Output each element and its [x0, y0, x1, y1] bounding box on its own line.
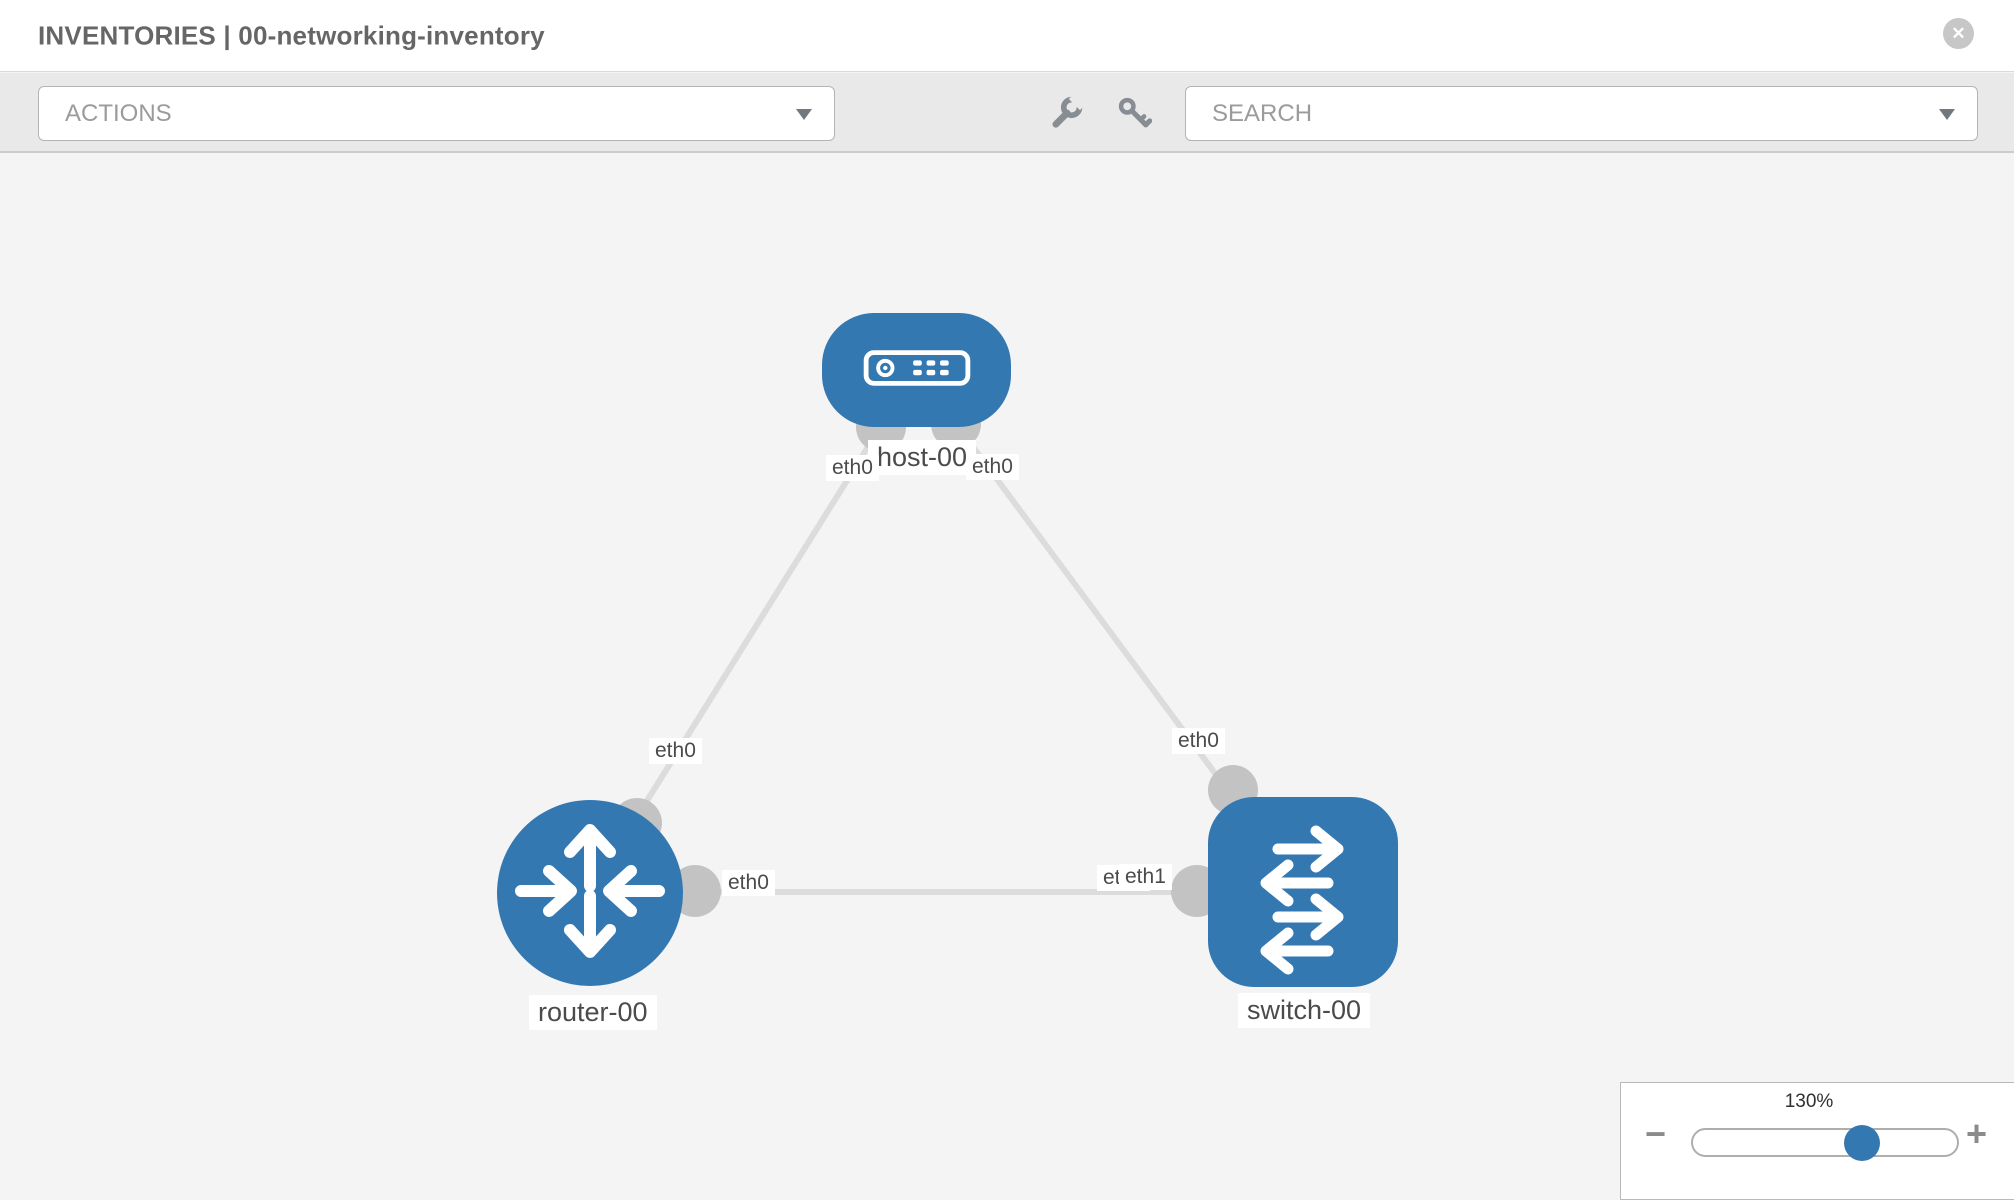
chevron-down-icon	[1939, 108, 1955, 120]
router-icon	[497, 798, 683, 989]
wrench-icon[interactable]	[1048, 91, 1088, 131]
switch-icon	[1208, 795, 1398, 990]
zoom-slider-handle[interactable]	[1843, 1124, 1880, 1161]
node-label-host: host-00	[868, 440, 977, 475]
zoom-slider-track[interactable]	[1691, 1124, 1959, 1161]
iface-label: eth1	[1119, 864, 1172, 890]
node-label-switch: switch-00	[1238, 993, 1371, 1028]
actions-dropdown-label: ACTIONS	[65, 99, 172, 127]
node-switch-00[interactable]	[1208, 797, 1398, 987]
topology-canvas[interactable]: host-00 router-00 switch-00 eth0 eth0 et…	[0, 155, 2014, 1200]
zoom-in-button[interactable]: +	[1966, 1113, 1988, 1154]
key-icon[interactable]	[1116, 95, 1153, 131]
iface-label: eth0	[826, 455, 879, 481]
search-dropdown-label: SEARCH	[1212, 99, 1313, 127]
node-router-00[interactable]	[497, 800, 683, 986]
toolbar: ACTIONS SEARCH	[0, 73, 2014, 153]
topology-graph	[587, 368, 1306, 917]
page-title: INVENTORIES | 00-networking-inventory	[38, 20, 545, 50]
iface-label: eth0	[966, 454, 1019, 480]
chevron-down-icon	[796, 108, 812, 120]
node-host-00[interactable]	[822, 313, 1011, 427]
host-icon	[858, 344, 976, 397]
close-icon[interactable]	[1943, 18, 1974, 49]
actions-dropdown[interactable]: ACTIONS	[38, 86, 835, 141]
titlebar: INVENTORIES | 00-networking-inventory	[0, 0, 2014, 72]
iface-label: eth0	[649, 738, 702, 764]
iface-label: eth0	[722, 870, 775, 896]
iface-label: eth0	[1172, 728, 1225, 754]
node-label-router: router-00	[529, 995, 657, 1030]
zoom-level-value: 130%	[1784, 1091, 1834, 1112]
search-dropdown[interactable]: SEARCH	[1185, 86, 1978, 141]
zoom-panel: 130% − +	[1620, 1082, 2014, 1200]
zoom-out-button[interactable]: −	[1645, 1113, 1667, 1154]
